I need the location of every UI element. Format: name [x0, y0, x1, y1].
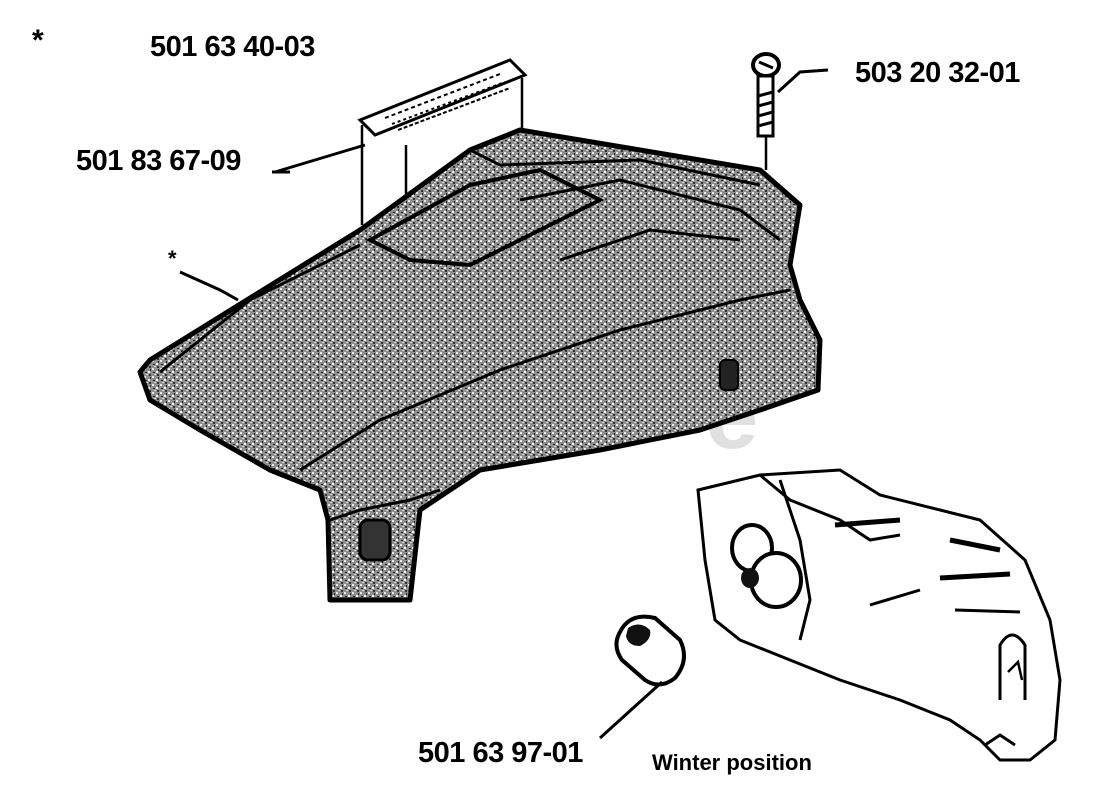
- label-decal-part: 501 83 67-09: [76, 145, 241, 177]
- screw: [751, 52, 781, 170]
- marker-star-top-left: *: [32, 24, 44, 57]
- leader-lines: [179, 68, 829, 740]
- decal-plate: [357, 58, 528, 225]
- label-screw-part: 503 20 32-01: [855, 57, 1020, 89]
- label-cover-part: 501 63 40-03: [150, 31, 315, 63]
- winter-plug: [614, 614, 686, 687]
- winter-position-inset: [696, 468, 1062, 762]
- marker-star-cover: *: [168, 246, 177, 271]
- label-winter-plug-part: 501 63 97-01: [418, 737, 583, 769]
- cylinder-cover: [137, 127, 823, 603]
- winter-position-caption: Winter position: [652, 750, 812, 775]
